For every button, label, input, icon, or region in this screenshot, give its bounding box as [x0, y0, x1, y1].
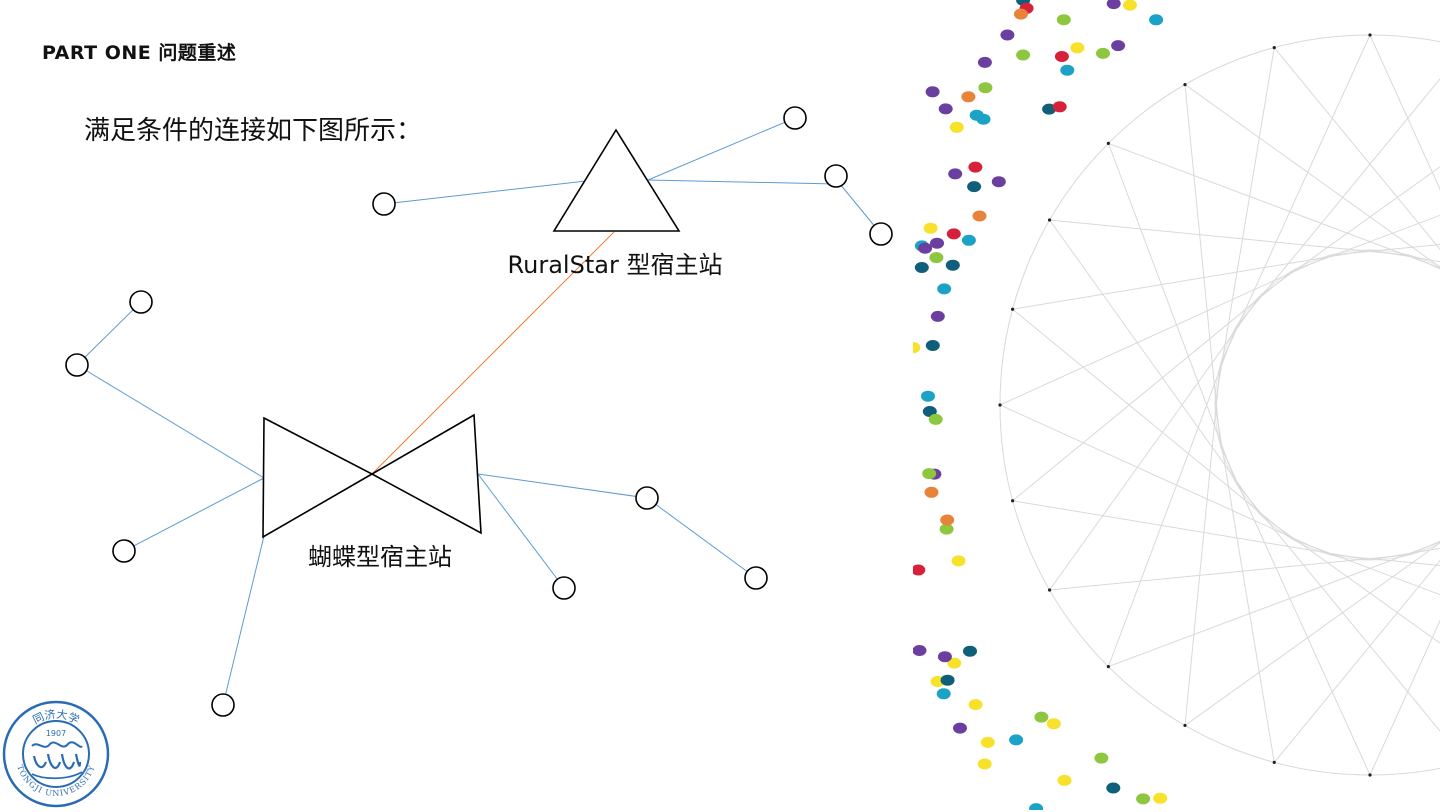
node-circle: [784, 107, 806, 129]
link-b-node-g: [478, 474, 564, 588]
butterfly-label: 蝴蝶型宿主站: [308, 543, 452, 571]
node-circle: [113, 540, 135, 562]
network-diagram: RuralStar 型宿主站 蝴蝶型宿主站: [0, 0, 910, 810]
node-circle: [66, 354, 88, 376]
node-circle: [745, 567, 767, 589]
node-circle: [636, 487, 658, 509]
link-r-node1: [384, 181, 586, 204]
svg-text:1907: 1907: [46, 729, 66, 738]
ruralstar-label: RuralStar 型宿主站: [508, 251, 723, 279]
node-circle: [870, 223, 892, 245]
university-logo: 同济大学 TONGJI UNIVERSITY 1907: [2, 700, 110, 812]
link-b-node-c: [124, 478, 264, 551]
link-b-node-d: [223, 536, 264, 705]
wireframe-vertices: [998, 33, 1440, 776]
tongji-seal-icon: 同济大学 TONGJI UNIVERSITY 1907: [2, 700, 110, 808]
link-b-node-b: [77, 365, 264, 478]
node-circle: [553, 577, 575, 599]
node-circle: [373, 193, 395, 215]
link-r-node2: [648, 118, 795, 180]
link-b-node-f: [647, 498, 756, 578]
node-circle: [212, 694, 234, 716]
link-b-node-a: [77, 302, 141, 365]
node-circle: [130, 291, 152, 313]
link-b-node-e: [478, 474, 647, 498]
butterfly-host-left-wing: [263, 418, 372, 537]
node-circle: [825, 165, 847, 187]
butterfly-host-right-wing: [372, 415, 481, 533]
link-r-node3: [648, 180, 836, 184]
decorative-dot-network: [913, 0, 1440, 810]
terminal-nodes: [66, 107, 892, 716]
wireframe-lines: [1000, 35, 1440, 775]
